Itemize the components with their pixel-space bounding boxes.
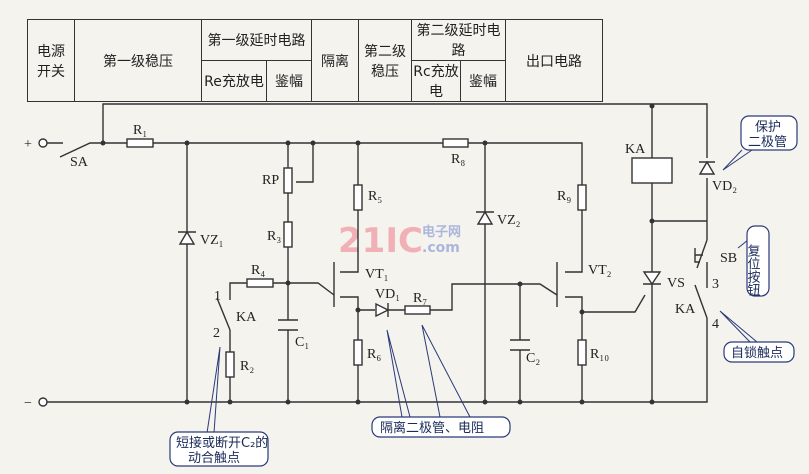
transistor-bars <box>333 262 558 307</box>
svg-text:电子网: 电子网 <box>422 224 461 240</box>
resistor-r3 <box>283 221 293 248</box>
svg-text:.com: .com <box>422 240 460 256</box>
svg-text:VT₁: VT₁ <box>365 267 389 282</box>
svg-text:短接或断开C₂的: 短接或断开C₂的 <box>176 435 268 451</box>
diode-vd1 <box>375 302 390 318</box>
terminal-minus: − <box>24 396 48 411</box>
resistor-r8 <box>442 138 469 148</box>
svg-text:VT₂: VT₂ <box>588 263 612 278</box>
svg-text:隔离二极管、电阻: 隔离二极管、电阻 <box>380 420 484 436</box>
callout-short-c2: 短接或断开C₂的 动合触点 <box>169 346 269 467</box>
cell-power-switch: 电源 开关 <box>27 19 75 102</box>
svg-text:动合触点: 动合触点 <box>188 451 240 466</box>
svg-text:VS: VS <box>667 276 685 291</box>
svg-text:R₉: R₉ <box>557 189 571 204</box>
svg-text:R₁₀: R₁₀ <box>590 347 609 362</box>
svg-text:1: 1 <box>214 289 221 304</box>
cell-output: 出口电路 <box>505 19 603 102</box>
callout-self-lock: 自锁触点 <box>719 310 795 363</box>
svg-text:4: 4 <box>712 317 719 332</box>
callout-isolation: 隔离二极管、电阻 <box>371 324 511 438</box>
cell-stage1-amp: 鉴幅 <box>266 60 312 102</box>
callout-reset-button: 复位按钮 <box>737 225 770 297</box>
svg-text:复位按钮: 复位按钮 <box>745 244 761 297</box>
resistor-r7 <box>404 305 431 315</box>
terminal-plus: + <box>24 137 48 152</box>
svg-text:KA: KA <box>675 302 696 317</box>
svg-text:R₄: R₄ <box>251 263 265 278</box>
svg-text:R₆: R₆ <box>367 347 381 362</box>
svg-text:VZ₂: VZ₂ <box>497 213 521 228</box>
cell-stage2-amp: 鉴幅 <box>460 60 506 102</box>
cell-stage1-reg: 第一级稳压 <box>74 19 202 102</box>
svg-text:VD₁: VD₁ <box>375 287 400 302</box>
zener-vz1 <box>178 230 196 245</box>
svg-text:RP: RP <box>262 173 279 188</box>
resistors <box>126 138 673 378</box>
reset-button-sb <box>694 239 708 269</box>
svg-text:保护: 保护 <box>755 120 781 135</box>
relay-coil-ka <box>631 157 673 184</box>
svg-text:−: − <box>24 396 32 411</box>
wires <box>47 103 708 403</box>
cell-stage2-charge: Rc充放电 <box>411 60 461 102</box>
svg-text:C₁: C₁ <box>295 335 309 350</box>
resistor-r2 <box>225 351 235 378</box>
svg-text:+: + <box>24 137 32 152</box>
ka-contact-12 <box>216 297 231 331</box>
resistor-r9 <box>577 184 587 211</box>
svg-text:R₁: R₁ <box>133 123 147 138</box>
svg-text:二极管: 二极管 <box>748 135 787 150</box>
callout-protect-diode: 保护 二极管 <box>722 115 798 171</box>
function-table: 电源 开关 第一级稳压 第一级延时电路 隔离 第二级 稳压 第二级延时电路 出口… <box>27 19 603 102</box>
diode-vd2 <box>698 160 716 175</box>
svg-text:R₅: R₅ <box>368 189 382 204</box>
resistor-r4 <box>246 278 274 288</box>
svg-text:2: 2 <box>213 326 220 341</box>
svg-text:R₇: R₇ <box>413 291 427 306</box>
semiconductors <box>178 160 716 351</box>
resistor-r5 <box>353 184 363 211</box>
svg-text:R₈: R₈ <box>451 152 465 167</box>
svg-text:SB: SB <box>720 251 737 266</box>
svg-text:21IC: 21IC <box>338 221 423 261</box>
svg-text:VD₂: VD₂ <box>712 179 737 194</box>
svg-text:VZ₁: VZ₁ <box>200 233 224 248</box>
resistor-r6 <box>353 339 363 366</box>
resistor-r10 <box>577 339 587 366</box>
capacitors <box>278 319 530 351</box>
svg-text:KA: KA <box>625 142 646 157</box>
svg-text:C₂: C₂ <box>526 351 540 366</box>
svg-text:3: 3 <box>712 277 719 292</box>
thyristor-vs <box>642 271 662 286</box>
svg-text:自锁触点: 自锁触点 <box>731 345 783 361</box>
junctions <box>100 103 655 405</box>
svg-text:R₂: R₂ <box>240 359 254 374</box>
cell-stage2-delay: 第二级延时电路 <box>411 19 506 61</box>
cell-stage1-delay: 第一级延时电路 <box>201 19 312 61</box>
watermark: 21IC 电子网 .com <box>338 221 461 261</box>
svg-text:SA: SA <box>70 155 89 170</box>
svg-text:R₃: R₃ <box>267 229 281 244</box>
svg-text:KA: KA <box>236 310 257 325</box>
resistor-r1 <box>126 138 154 148</box>
potentiometer-rp <box>283 167 293 194</box>
zener-vz2 <box>476 210 494 225</box>
